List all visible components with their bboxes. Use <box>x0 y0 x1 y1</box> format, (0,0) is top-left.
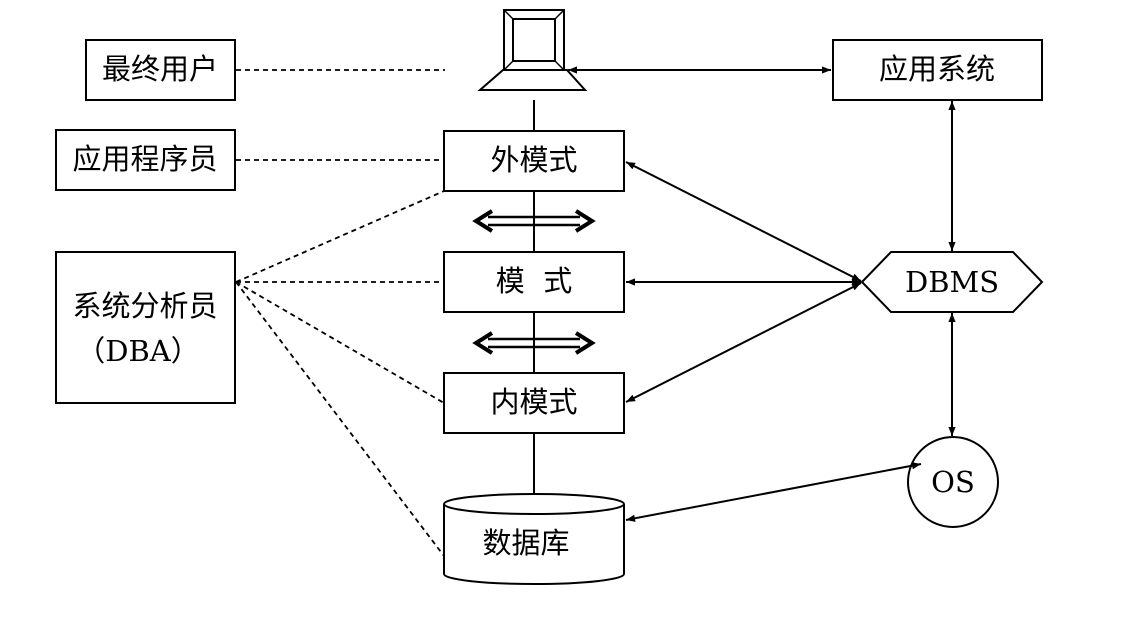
dba-database-link <box>235 281 445 557</box>
internal-dbms-arrow <box>625 282 862 403</box>
database-os-arrow <box>625 462 922 522</box>
end-user-label: 最终用户 <box>102 52 218 86</box>
os-label: OS <box>931 465 975 499</box>
dba-label-line2: （DBA） <box>76 334 200 368</box>
external-dbms-arrow <box>625 161 862 282</box>
database-cylinder: 数据库 <box>443 493 625 585</box>
dashed-links <box>235 69 445 557</box>
app-programmer-label: 应用程序员 <box>72 142 217 176</box>
computer-terminal-icon <box>477 9 588 91</box>
application-system-box: 应用系统 <box>832 39 1043 101</box>
dba-internal-link <box>235 281 445 404</box>
conceptual-schema-label: 模 式 <box>496 264 572 298</box>
database-label: 数据库 <box>482 526 569 560</box>
dba-box: 系统分析员 （DBA） <box>55 251 236 404</box>
end-user-box: 最终用户 <box>85 39 236 101</box>
conceptual-internal-mapping-icon <box>472 331 596 355</box>
application-system-label: 应用系统 <box>879 52 995 86</box>
app-programmer-box: 应用程序员 <box>55 129 236 191</box>
dba-label-line1: 系统分析员 <box>72 289 217 323</box>
external-schema-box: 外模式 <box>443 130 625 192</box>
system-arrows <box>568 66 956 522</box>
internal-schema-label: 内模式 <box>490 385 577 419</box>
internal-schema-box: 内模式 <box>443 372 625 434</box>
dbms-label: DBMS <box>905 265 999 299</box>
os-circle: OS <box>907 436 999 528</box>
external-schema-label: 外模式 <box>490 143 577 177</box>
external-conceptual-mapping-icon <box>472 209 596 233</box>
dba-external-link <box>235 190 445 283</box>
conceptual-schema-box: 模 式 <box>443 251 625 313</box>
dbms-hexagon: DBMS <box>860 251 1044 313</box>
